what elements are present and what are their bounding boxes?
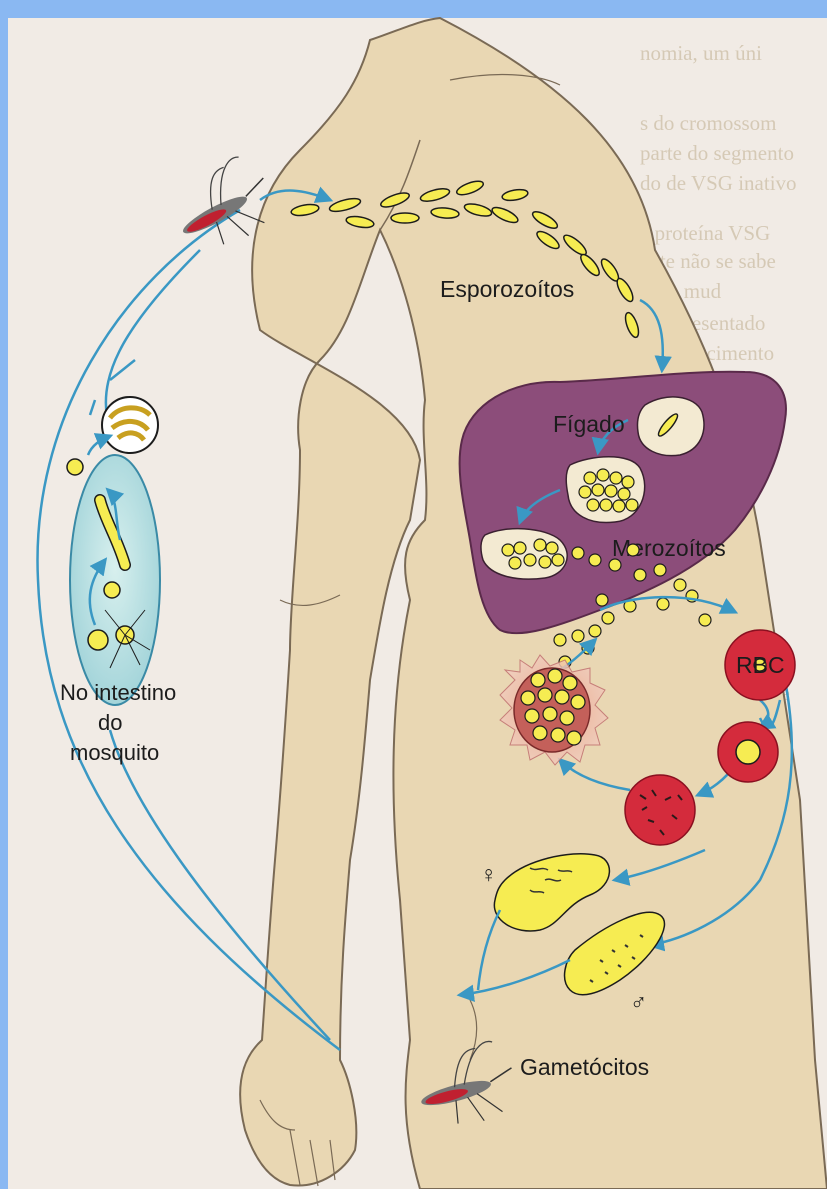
label-gut-line3: mosquito bbox=[70, 740, 159, 765]
label-gut-line1: No intestino bbox=[60, 680, 176, 705]
label-sporozoites: Esporozoítos bbox=[440, 276, 574, 302]
infected-rbc-trophozoite bbox=[625, 775, 695, 845]
ring-stage bbox=[736, 740, 760, 764]
svg-text:do de VSG inativo: do de VSG inativo bbox=[640, 171, 797, 195]
male-symbol-icon: ♂ bbox=[630, 989, 647, 1015]
svg-text:a proteína VSG: a proteína VSG bbox=[640, 221, 770, 245]
svg-text:nomia, um úni: nomia, um úni bbox=[640, 41, 762, 65]
gamete bbox=[88, 630, 108, 650]
svg-text:s do cromossom: s do cromossom bbox=[640, 111, 777, 135]
gamete bbox=[104, 582, 120, 598]
label-liver: Fígado bbox=[553, 411, 625, 437]
zygote bbox=[67, 459, 83, 475]
label-gametocytes: Gametócitos bbox=[520, 1054, 649, 1080]
label-gut-line2: do bbox=[98, 710, 122, 735]
label-rbc: RBC bbox=[736, 652, 785, 678]
female-symbol-icon: ♀ bbox=[480, 861, 497, 887]
svg-text:parte do segmento: parte do segmento bbox=[640, 141, 794, 165]
mosquito-gut bbox=[70, 455, 160, 705]
